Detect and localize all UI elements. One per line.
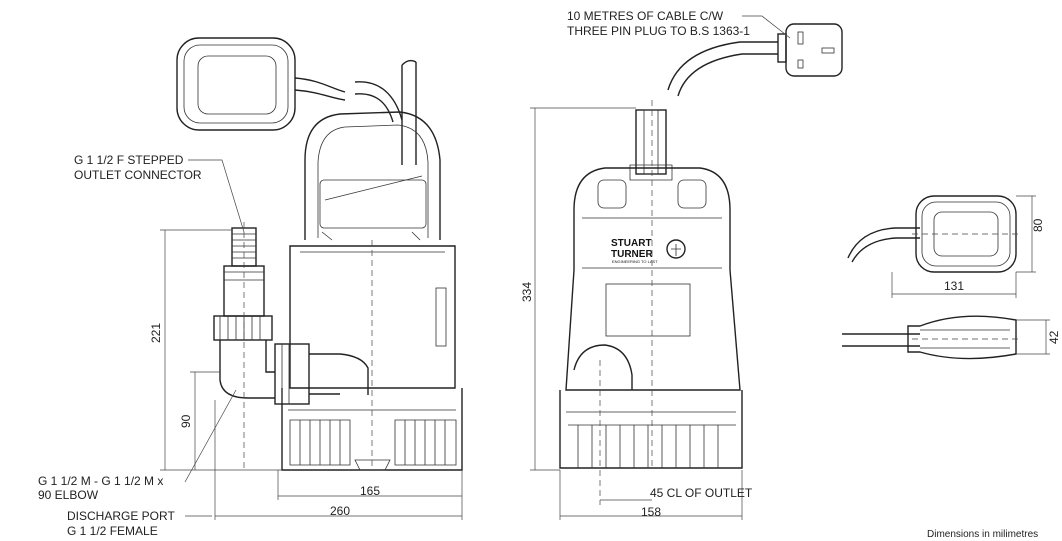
outlet-connector-label-line2: OUTLET CONNECTOR [74, 168, 202, 182]
dim-float-length: 131 [944, 279, 964, 293]
dim-side-total-width: 260 [330, 504, 350, 518]
units-footnote: Dimensions in milimetres [927, 529, 1038, 540]
front-handle [629, 109, 673, 181]
cable-label-line2: THREE PIN PLUG TO B.S 1363-1 [567, 24, 750, 38]
plug-and-cable [667, 23, 843, 97]
brand-badge: STUART TURNER ENGINEERING TO LAST [611, 238, 686, 264]
brand-name-line1: STUART [611, 238, 652, 249]
dimension-values: 260 165 221 90 334 158 131 80 42 [149, 218, 1061, 519]
dim-float-height: 80 [1031, 218, 1045, 232]
brand-tagline: ENGINEERING TO LAST [612, 259, 658, 264]
front-upper-housing [573, 167, 731, 270]
side-view [160, 37, 463, 520]
front-base [559, 390, 743, 469]
callout-labels: G 1 1/2 F STEPPED OUTLET CONNECTOR 10 ME… [38, 9, 1038, 540]
dim-side-base-width: 165 [360, 484, 380, 498]
side-handle [304, 111, 441, 241]
discharge-port-label-line2: G 1 1/2 FEMALE [67, 524, 158, 538]
dim-float-thickness: 42 [1047, 330, 1061, 344]
outlet-connector-label-line1: G 1 1/2 F STEPPED [74, 153, 184, 167]
side-float-switch [176, 37, 346, 131]
side-dimension-lines [160, 159, 463, 520]
elbow-label-line2: 90 ELBOW [38, 488, 99, 502]
dim-side-elbow-height: 90 [179, 414, 193, 428]
side-motor-body [289, 240, 456, 470]
cl-outlet-label: 45 CL OF OUTLET [650, 486, 753, 500]
dim-side-outlet-height: 221 [149, 323, 163, 343]
cable-label-line1: 10 METRES OF CABLE C/W [567, 9, 724, 23]
side-outlet-connector [213, 222, 369, 470]
front-motor-body [565, 100, 741, 505]
float-plan-view [847, 195, 1036, 298]
float-side-view [842, 315, 1050, 360]
dim-front-width: 158 [641, 505, 661, 519]
dim-front-height: 334 [520, 282, 534, 302]
brand-name-line2: TURNER [611, 249, 653, 260]
front-view: STUART TURNER ENGINEERING TO LAST [530, 15, 843, 520]
discharge-port-label-line1: DISCHARGE PORT [67, 509, 175, 523]
elbow-label-line1: G 1 1/2 M - G 1 1/2 M x [38, 474, 163, 488]
brand-logo-icon [666, 239, 686, 259]
side-cable [354, 59, 417, 165]
side-base [281, 388, 463, 471]
front-dimension-lines [530, 15, 791, 520]
